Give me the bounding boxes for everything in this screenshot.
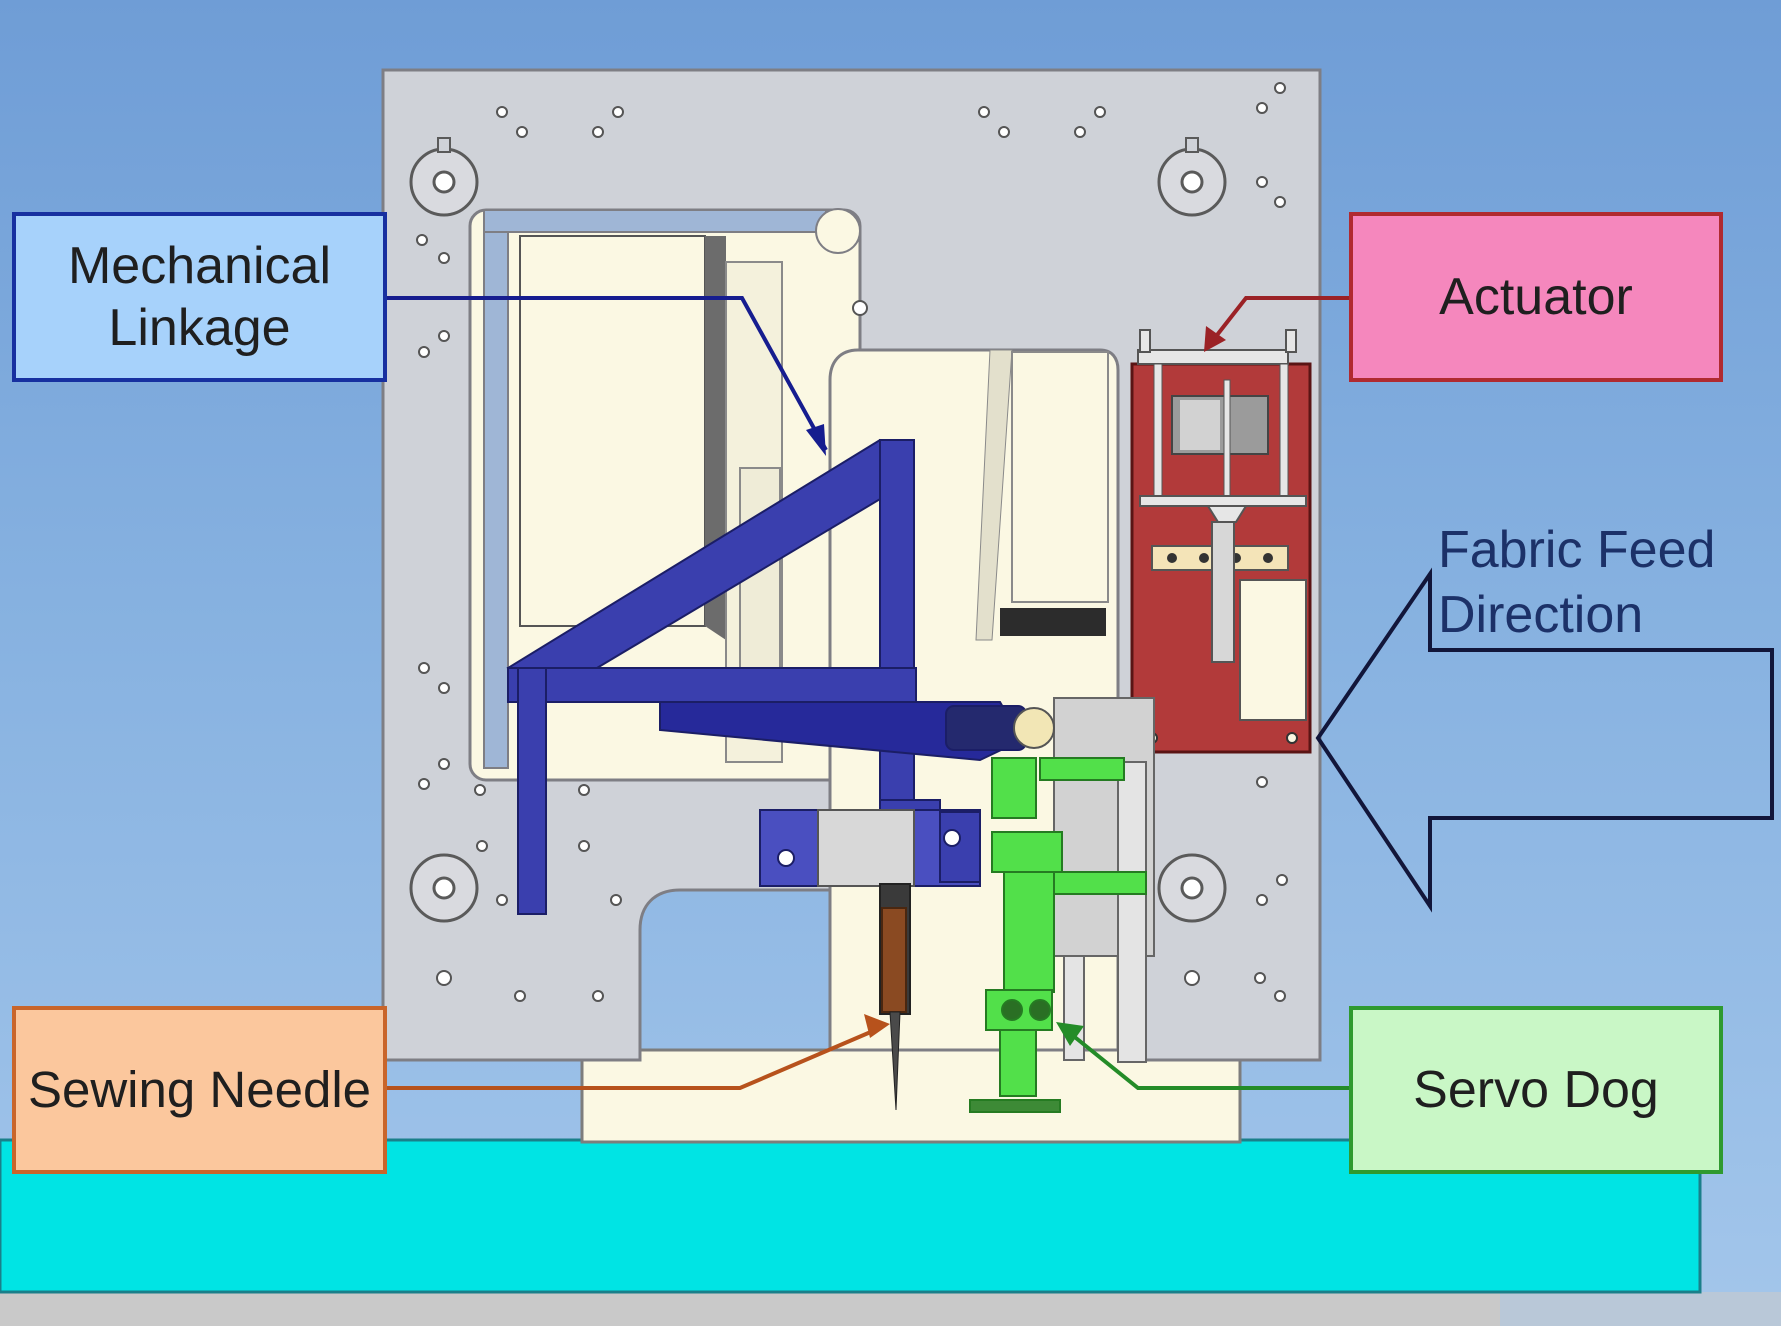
mechanical-linkage-part [506, 438, 1027, 915]
linkage-end-cap [1013, 707, 1055, 749]
leader-mechanical-linkage [387, 296, 828, 451]
mechanical-linkage-label: Mechanical Linkage [12, 212, 387, 382]
center-panel-strip [975, 349, 1013, 641]
sewing-needle-part [889, 1011, 901, 1111]
leader-servo-dog [1064, 1028, 1349, 1090]
boss-top-left [409, 137, 479, 217]
servo-dog-label: Servo Dog [1349, 1006, 1723, 1174]
boss-top-right [1157, 137, 1227, 217]
fabric-feed-direction-label: Fabric Feed Direction [1438, 521, 1716, 644]
guide-post [1117, 761, 1147, 1063]
leader-sewing-needle-head [864, 1014, 890, 1038]
needle-holder [881, 907, 907, 1013]
sewing-needle-label: Sewing Needle [12, 1006, 387, 1174]
lower-cream-panel [580, 1048, 1242, 1144]
upper-cutout-knob [815, 208, 861, 254]
plate-holes [416, 82, 1288, 1002]
leader-actuator-head [1204, 326, 1226, 352]
upper-cutout-top [483, 209, 827, 233]
actuator-label: Actuator [1349, 212, 1723, 382]
leader-servo-dog-head [1056, 1022, 1084, 1046]
leader-actuator [1208, 296, 1349, 346]
upper-cutout-frame [483, 217, 509, 769]
boss-bottom-left [409, 853, 479, 923]
leader-sewing-needle [387, 1026, 881, 1090]
actuator-assembly [1130, 329, 1312, 754]
cream-panel-left [519, 235, 706, 627]
leader-mechanical-linkage-head [806, 424, 826, 456]
base-strip [0, 1292, 1500, 1326]
base-strip-right [1500, 1292, 1781, 1326]
boss-bottom-right [1157, 853, 1227, 923]
feed-direction-arrow-icon [1315, 567, 1774, 913]
center-cream-block [1011, 351, 1109, 603]
servo-dog-part [969, 757, 1147, 1113]
center-dark-block [1000, 608, 1106, 636]
